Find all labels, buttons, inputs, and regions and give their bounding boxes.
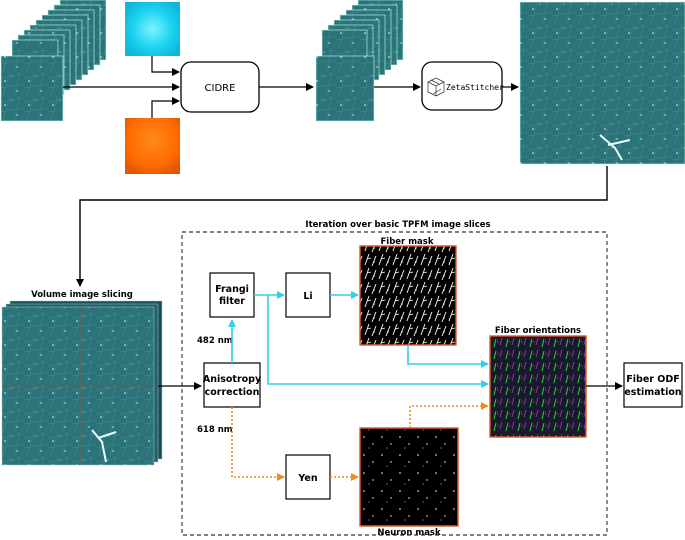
fiber-orientations-label: Fiber orientations xyxy=(495,326,581,336)
anisotropy-box xyxy=(203,362,261,408)
corrected-tile-stack xyxy=(315,0,404,122)
arrow-darkfield-to-cidre xyxy=(151,97,180,118)
frangi-label-2: filter xyxy=(219,296,245,307)
darkfield-image xyxy=(125,118,180,174)
iteration-title: Iteration over basic TPFM image slices xyxy=(305,220,490,230)
fiber-odf-box xyxy=(623,362,683,408)
wavelength-482-label: 482 nm xyxy=(197,336,233,346)
li-box xyxy=(285,272,331,318)
zetastitcher-box xyxy=(421,61,503,111)
cube-icon xyxy=(427,77,445,97)
li-label: Li xyxy=(303,291,312,302)
wavelength-618-label: 618 nm xyxy=(197,425,233,435)
vessel-mark xyxy=(599,134,631,161)
frangi-label-1: Frangi xyxy=(215,284,249,295)
neuron-mask-image xyxy=(359,427,459,527)
fiber-mask-label: Fiber mask xyxy=(380,237,433,247)
cidre-label: CIDRE xyxy=(205,83,236,94)
raw-tile-stack xyxy=(0,0,107,122)
yen-label: Yen xyxy=(297,473,317,484)
frangi-filter-box xyxy=(209,272,255,318)
stitched-volume-image xyxy=(519,1,685,165)
orange-flow xyxy=(231,402,489,481)
fiber-orientations-image xyxy=(489,335,587,438)
fiber-odf-label-1: Fiber ODF xyxy=(626,374,679,385)
fiber-mask-image xyxy=(359,245,457,346)
arrow-volume-to-slicing xyxy=(76,166,608,287)
volume-slicing-label: Volume image slicing xyxy=(31,290,133,300)
anisotropy-label-1: Anisotropy xyxy=(203,374,262,385)
neuron-mask-label: Neuron mask xyxy=(377,528,441,538)
cyan-flow xyxy=(228,291,489,388)
flatfield-image xyxy=(125,2,180,56)
volume-slice-stack xyxy=(1,300,163,466)
iteration-frame xyxy=(181,231,608,536)
anisotropy-label-2: correction xyxy=(205,387,260,398)
zetastitcher-label: ZetaStitcher xyxy=(446,83,504,92)
arrow-flatfield-to-cidre xyxy=(151,56,180,76)
fiber-odf-label-2: estimation xyxy=(624,387,682,398)
